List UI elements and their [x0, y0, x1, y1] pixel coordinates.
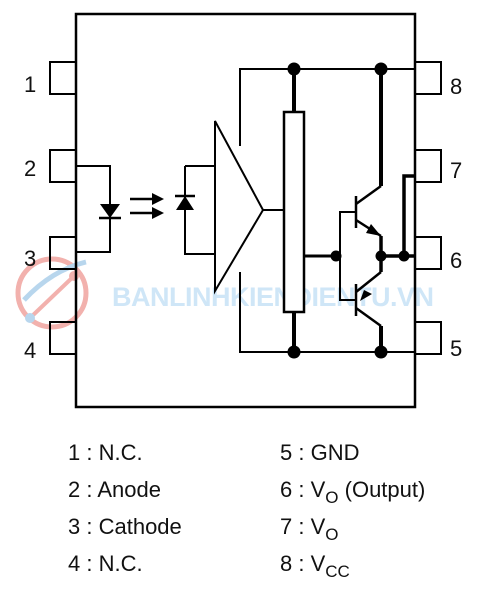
pin-legend-left: 1 : N.C. 2 : Anode 3 : Cathode 4 : N.C. [68, 434, 182, 582]
legend-function: N.C. [98, 551, 143, 576]
legend-sep: : [80, 551, 99, 576]
package-body-group [49, 12, 442, 409]
legend-pin: 2 [68, 477, 81, 502]
legend-function: V [310, 477, 326, 502]
pin-label-6: 6 [450, 248, 462, 273]
pin-5-tab [414, 321, 442, 355]
legend-sep: : [80, 440, 99, 465]
legend-pin: 7 [280, 514, 293, 539]
internal-wiring [239, 68, 415, 353]
legend-function: V [310, 551, 326, 576]
pin-8-tab [414, 61, 442, 95]
pin-2-tab [49, 149, 77, 183]
legend-function: V [310, 514, 326, 539]
junction-dots [287, 62, 410, 359]
led-diode-icon [99, 204, 121, 220]
watermark-logo [15, 256, 89, 330]
legend-pin: 3 [68, 514, 81, 539]
legend-row-pin-7: 7 : VO [280, 508, 425, 545]
pin-label-2: 2 [24, 156, 36, 181]
pin-label-1: 1 [24, 72, 36, 97]
legend-row-pin-4: 4 : N.C. [68, 545, 182, 582]
legend-pin: 8 [280, 551, 293, 576]
amplifier-triangle [214, 120, 265, 295]
legend-row-pin-1: 1 : N.C. [68, 434, 182, 471]
pin-legend-right: 5 : GND 6 : VO (Output) 7 : VO 8 : VCC [280, 434, 425, 582]
legend-pin: 4 [68, 551, 81, 576]
legend-subscript: O [325, 488, 339, 507]
pin-label-4: 4 [24, 338, 36, 363]
legend-function-tail: (Output) [338, 477, 426, 502]
watermark-text: BANLINHKIENDIENTU.VN [112, 282, 434, 312]
pin-label-5: 5 [450, 336, 462, 361]
legend-pin: 1 [68, 440, 81, 465]
legend-sep: : [80, 514, 99, 539]
package-body [74, 12, 417, 409]
legend-row-pin-2: 2 : Anode [68, 471, 182, 508]
legend-row-pin-5: 5 : GND [280, 434, 425, 471]
legend-row-pin-3: 3 : Cathode [68, 508, 182, 545]
lower-transistor-icon [354, 271, 382, 328]
legend-pin: 6 [280, 477, 293, 502]
legend-row-pin-8: 8 : VCC [280, 545, 425, 582]
regulator-block [282, 110, 306, 314]
legend-subscript: O [325, 525, 339, 544]
legend-subscript: CC [325, 562, 350, 581]
legend-sep: : [80, 477, 98, 502]
legend-function: GND [310, 440, 360, 465]
legend-sep: : [292, 514, 311, 539]
legend-row-pin-6: 6 : VO (Output) [280, 471, 425, 508]
pin-6-tab [414, 236, 442, 270]
legend-function: Cathode [98, 514, 182, 539]
pin-label-7: 7 [450, 158, 462, 183]
legend-sep: : [292, 551, 311, 576]
legend-function: N.C. [98, 440, 143, 465]
photodiode-icon [175, 165, 215, 255]
upper-transistor-icon [354, 184, 382, 238]
pin-label-3: 3 [24, 246, 36, 271]
pin-7-tab [414, 149, 442, 183]
legend-function: Anode [97, 477, 161, 502]
pin-label-8: 8 [450, 74, 462, 99]
legend-sep: : [292, 477, 311, 502]
legend-sep: : [292, 440, 311, 465]
pin-4-tab [49, 321, 77, 355]
legend-pin: 5 [280, 440, 293, 465]
optocoupler-schematic: BANLINHKIENDIENTU.VN [15, 12, 462, 409]
pin-1-tab [49, 61, 77, 95]
light-arrows-icon [130, 193, 164, 219]
